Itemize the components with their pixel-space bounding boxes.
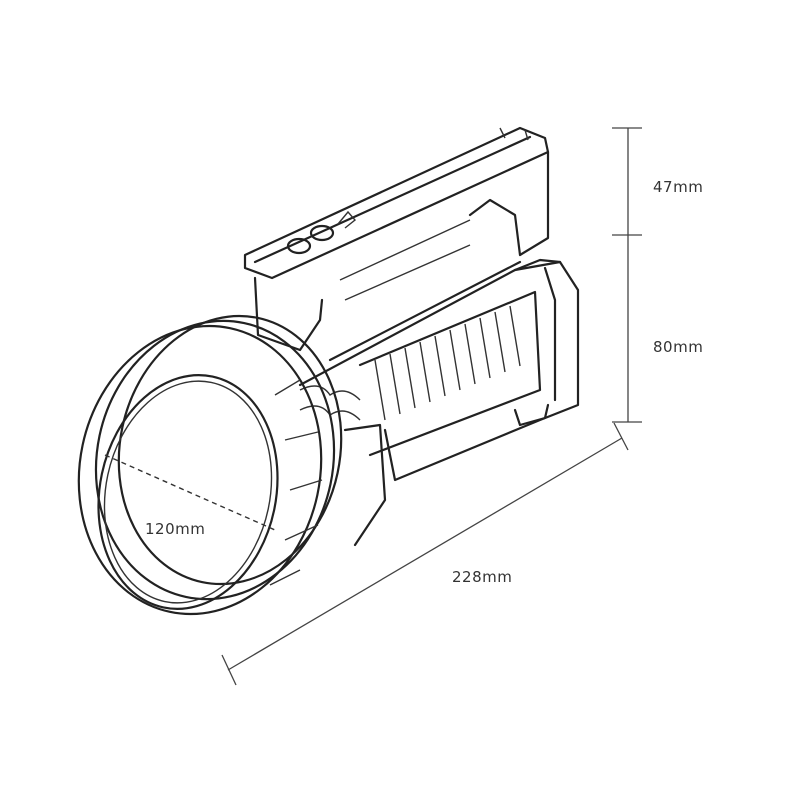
handle-height-label: 47mm — [653, 178, 704, 196]
lamp-head — [77, 314, 387, 616]
body-height-label: 80mm — [653, 338, 704, 356]
handle — [243, 126, 550, 352]
lens-diameter-label: 120mm — [145, 520, 206, 538]
length-dimension-line — [221, 422, 629, 686]
body — [298, 258, 580, 482]
lens — [97, 374, 279, 610]
height-dimension-line — [612, 127, 642, 423]
power-buttons — [286, 210, 357, 255]
length-label: 228mm — [452, 568, 513, 586]
lens-diameter-line — [104, 454, 276, 531]
